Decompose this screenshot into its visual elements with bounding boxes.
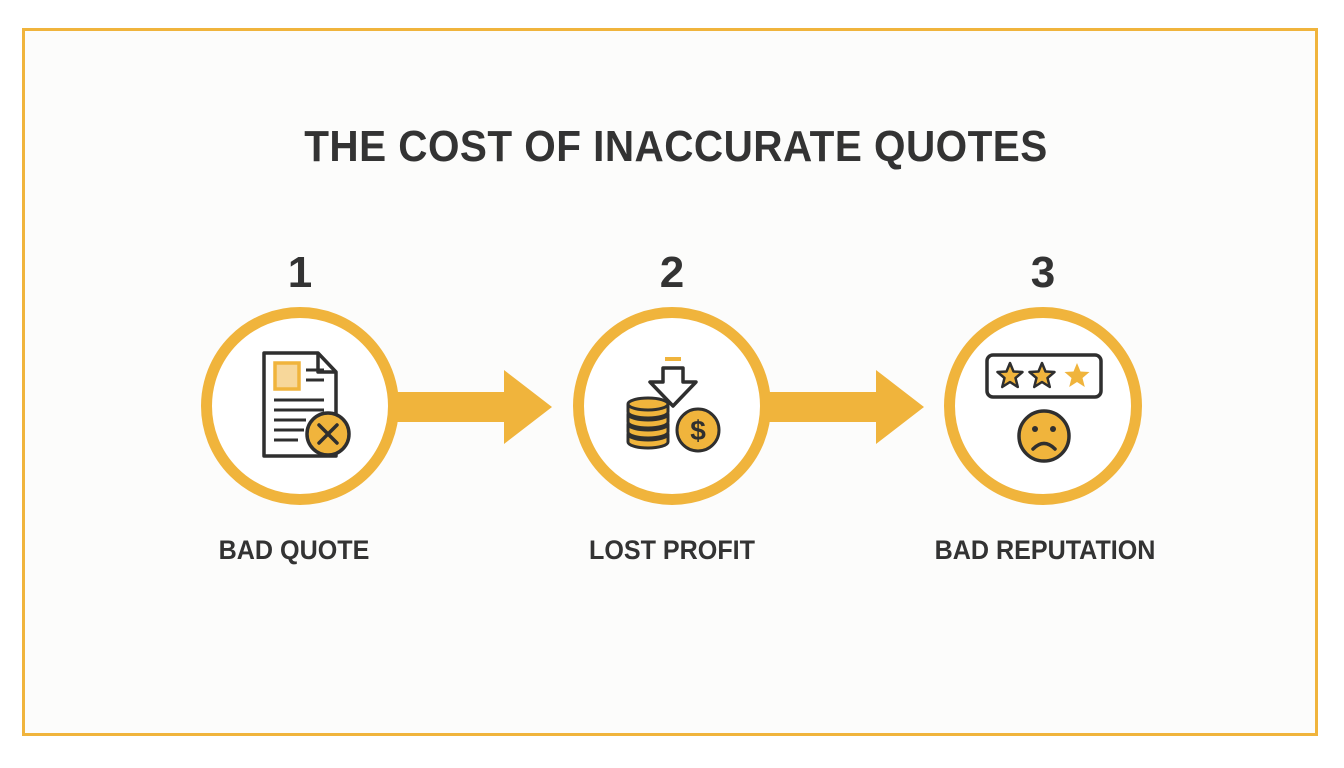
document-x-icon [262,351,351,458]
rating-sad-face-icon [985,353,1103,463]
step-2-number: 2 [659,248,685,297]
step-2-label: LOST PROFIT [588,535,756,565]
arrow-1-to-2-icon [392,370,552,444]
step-3-label: BAD REPUTATION [934,535,1156,565]
step-1-number: 1 [287,248,313,297]
coins-down-dollar-icon: $ [626,357,721,453]
step-1-label: BAD QUOTE [218,535,370,565]
arrow-2-to-3-icon [764,370,924,444]
step-3-circle [944,307,1142,505]
svg-text:$: $ [690,415,706,446]
step-3-number: 3 [1030,248,1056,297]
diagram-title: THE COST OF INACCURATE QUOTES [304,122,1048,171]
